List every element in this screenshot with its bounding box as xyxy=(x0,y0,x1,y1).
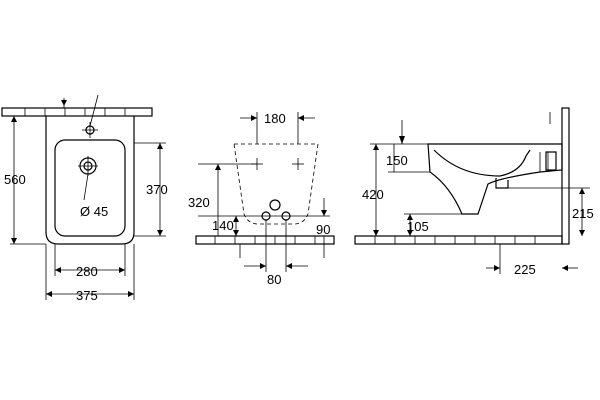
drain-diameter-label: Ø 45 xyxy=(80,204,108,219)
rear-view: 180 320 140 90 80 xyxy=(188,111,335,287)
overall-height-label: 560 xyxy=(4,172,26,187)
supply-hole-top xyxy=(269,199,281,211)
projection-label: 225 xyxy=(514,262,536,277)
wall-band-rear-view xyxy=(195,235,335,245)
bowl-inner-profile xyxy=(433,149,531,177)
waste-outlet xyxy=(495,178,509,189)
bidet-side-profile xyxy=(427,143,563,215)
supply-spacing-label: 80 xyxy=(267,272,281,287)
fixing-hole-right xyxy=(292,158,304,170)
overall-width-label: 375 xyxy=(76,288,98,303)
bowl-height-label: 370 xyxy=(146,182,168,197)
floor-band xyxy=(354,235,563,245)
bidet-rear-outline xyxy=(233,143,319,225)
bidet-outline-top xyxy=(45,116,135,245)
waste-height-label: 105 xyxy=(407,219,429,234)
top-view: Ø 45 560 370 280 375 xyxy=(1,94,168,303)
bowl-width-label: 280 xyxy=(76,264,98,279)
fixing-height-label: 320 xyxy=(188,195,210,210)
wall-band-top-view xyxy=(1,107,153,117)
bowl-outline-top xyxy=(54,139,126,237)
rim-height-label: 150 xyxy=(386,153,408,168)
side-overall-height-label: 420 xyxy=(362,187,384,202)
offset-label: 90 xyxy=(316,222,330,237)
waste-outlet-height-label: 215 xyxy=(572,206,594,221)
fixing-spacing-label: 180 xyxy=(264,111,286,126)
wall-vertical xyxy=(561,107,570,245)
supply-height-label: 140 xyxy=(212,218,234,233)
side-view: 420 150 105 215 225 xyxy=(354,107,594,277)
